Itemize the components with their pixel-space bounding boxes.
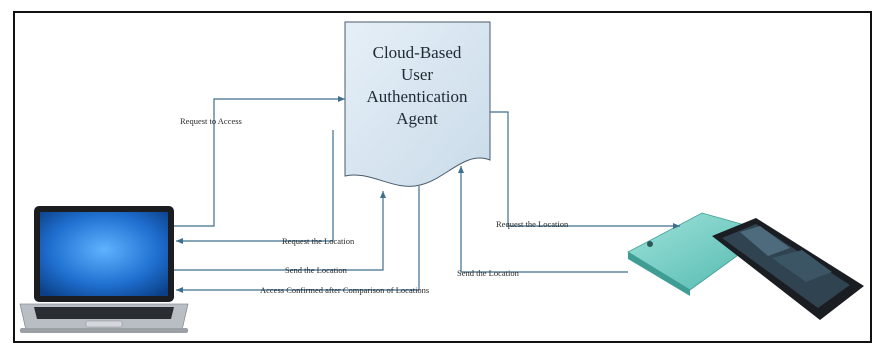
label-send-location-phone: Send the Location xyxy=(457,268,520,278)
label-access-confirmed: Access Confirmed after Comparison of Loc… xyxy=(260,285,429,295)
agent-label-line-2: User xyxy=(401,65,433,84)
agent-label-line-1: Cloud-Based xyxy=(373,43,462,62)
smartphone-icon xyxy=(627,212,864,320)
label-request-location-phone: Request the Location xyxy=(496,219,569,229)
label-request-location-laptop: Request the Location xyxy=(282,236,355,246)
laptop-icon xyxy=(19,206,189,333)
authentication-agent-node: Cloud-Based User Authentication Agent xyxy=(344,21,491,187)
label-request-to-access: Request to Access xyxy=(180,116,242,126)
label-send-location-laptop: Send the Location xyxy=(285,265,348,275)
agent-label-line-4: Agent xyxy=(396,109,438,128)
agent-label-line-3: Authentication xyxy=(366,87,468,106)
diagram-frame xyxy=(13,11,872,343)
